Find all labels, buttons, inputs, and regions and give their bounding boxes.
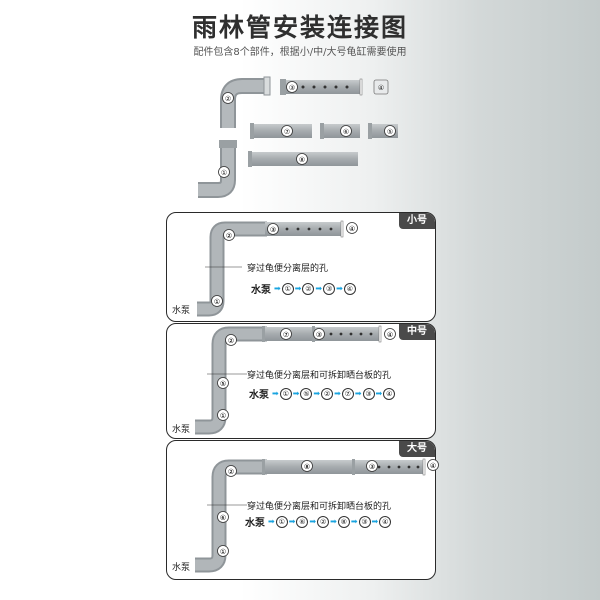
flow-arrow-icon: ➡ [371,517,379,526]
flow-arrow-icon: ➡ [336,284,343,293]
part-straight-5: ⑤ [368,123,398,139]
flow-arrow-icon: ➡ [350,517,358,526]
size-badge-small: 小号 [399,213,435,229]
pipe-number-perforated-large: ③ [369,463,375,471]
part-number-3: ③ [289,84,295,92]
part-number-7: ⑦ [284,128,290,136]
page-title: 雨林管安装连接图 [191,13,408,42]
pipe-diagram-medium: ② ⑦ ③ ④ ⑤ ① [195,325,396,435]
flow-arrow-icon: ➡ [313,389,321,398]
flow-step: ⑦ [341,387,354,400]
annotation-small: 穿过龟便分离层的孔 [247,264,329,274]
pipe-number-straight-large: ⑧ [304,463,310,471]
flow-step: ④ [343,282,356,295]
flow-arrow-icon: ➡ [330,517,337,526]
pipe-number-vertical-medium: ⑤ [220,380,226,388]
flow-sequence-medium: 水泵 ➡ ① ➡ ⑤ ➡ ② ➡ ⑦ ➡ ③ ➡ ④ [249,386,396,401]
flow-step: ③ [362,387,375,400]
flow-arrow-icon: ➡ [272,389,279,398]
part-perforated-3: ③ [280,78,363,96]
pipe-number-bottom-small: ① [214,298,220,306]
pipe-diagram-small: ② ③ ④ ① [197,220,358,317]
flow-step: ④ [383,387,396,400]
flow-step: ④ [379,515,392,528]
part-number-4: ④ [378,84,384,92]
flow-start: 水泵 [245,518,265,529]
flow-step: ⑤ [300,387,313,400]
size-badge-medium: 中号 [399,324,435,340]
panel-medium: 中号 ② ⑦ ③ ④ ⑤ ① 穿过龟便分离层和可拆卸晒台板的孔 [166,323,436,439]
flow-step: ③ [323,282,336,295]
annotation-medium: 穿过龟便分离层和可拆卸晒台板的孔 [247,371,392,381]
part-cap-4: ④ [373,79,389,95]
pipe-number-cap-medium: ④ [387,331,393,339]
flow-step: ③ [358,515,371,528]
pipe-diagram-large: ② ⑧ ③ ⑥ ① [195,458,426,573]
flow-arrow-icon: ➡ [288,517,296,526]
pipe-number-straight-medium: ⑦ [283,331,289,339]
flow-step: ① [279,387,292,400]
pump-label-medium: 水泵 [172,425,191,435]
part-long-8: ⑧ [248,151,358,167]
flow-start: 水泵 [249,390,269,401]
page-subtitle: 配件包含8个部件，根据小/中/大号龟缸需要使用 [193,47,407,58]
pipe-number-elbow-large: ② [228,468,234,476]
flow-step: ① [281,282,294,295]
pipe-number-perforated-small: ③ [270,226,276,234]
size-badge-large: 大号 [399,441,435,457]
part-elbow-1: ① [198,140,237,198]
annotation-large: 穿过龟便分离层和可拆卸晒台板的孔 [247,502,392,512]
pipe-number-bottom-large: ① [220,548,226,556]
flow-step: ② [302,282,315,295]
flow-arrow-icon: ➡ [375,389,383,398]
flow-step: ② [317,515,330,528]
part-number-1: ① [221,169,227,177]
pipe-number-cap-large: ④ [430,462,436,470]
flow-step: ⑧ [337,515,350,528]
flow-arrow-icon: ➡ [268,517,275,526]
panel-large: 大号 ② ⑧ ③ ⑥ ① 穿过龟便分离层和可拆卸晒台板的孔 水泵 [166,440,436,580]
part-straight-7: ⑦ [250,123,312,139]
part-number-6: ⑥ [343,128,349,136]
pipe-number-elbow-medium: ② [228,337,234,345]
flow-sequence-large: 水泵 ➡ ① ➡ ⑥ ➡ ② ➡ ⑧ ➡ ③ ➡ ④ [245,514,392,529]
pipe-number-vertical-large: ⑥ [220,514,226,522]
parts-overview: ② ③ ④ ⑦ ⑥ [198,76,398,198]
flow-arrow-icon: ➡ [309,517,317,526]
flow-arrow-icon: ➡ [274,284,281,293]
flow-step: ⑥ [296,515,309,528]
flow-step: ② [321,387,334,400]
flow-arrow-icon: ➡ [292,389,300,398]
pipe-number-perforated-medium: ③ [316,331,322,339]
pump-label-small: 水泵 [172,306,191,316]
flow-sequence-small: 水泵 ➡ ① ➡ ② ➡ ③ ➡ ④ [251,281,356,296]
flow-start: 水泵 [251,285,271,296]
part-straight-6: ⑥ [320,123,360,139]
pipe-number-cap-small: ④ [349,225,355,233]
flow-arrow-icon: ➡ [354,389,362,398]
part-number-2: ② [225,95,231,103]
pipe-number-bottom-medium: ① [220,412,226,420]
part-number-8: ⑧ [299,156,305,164]
flow-step: ① [275,515,288,528]
cap-large-overlay: ④ [427,459,439,471]
flow-arrow-icon: ➡ [334,389,341,398]
flow-arrow-icon: ➡ [315,284,323,293]
flow-arrow-icon: ➡ [294,284,302,293]
part-number-5: ⑤ [387,128,393,136]
pipe-number-elbow-small: ② [226,232,232,240]
part-elbow-2: ② [220,76,271,128]
panel-small: 小号 ② ③ ④ ① 穿过龟便分离层的孔 水泵 ➡ ① ➡ ② ➡ [166,212,436,322]
pump-label-large: 水泵 [172,563,191,573]
